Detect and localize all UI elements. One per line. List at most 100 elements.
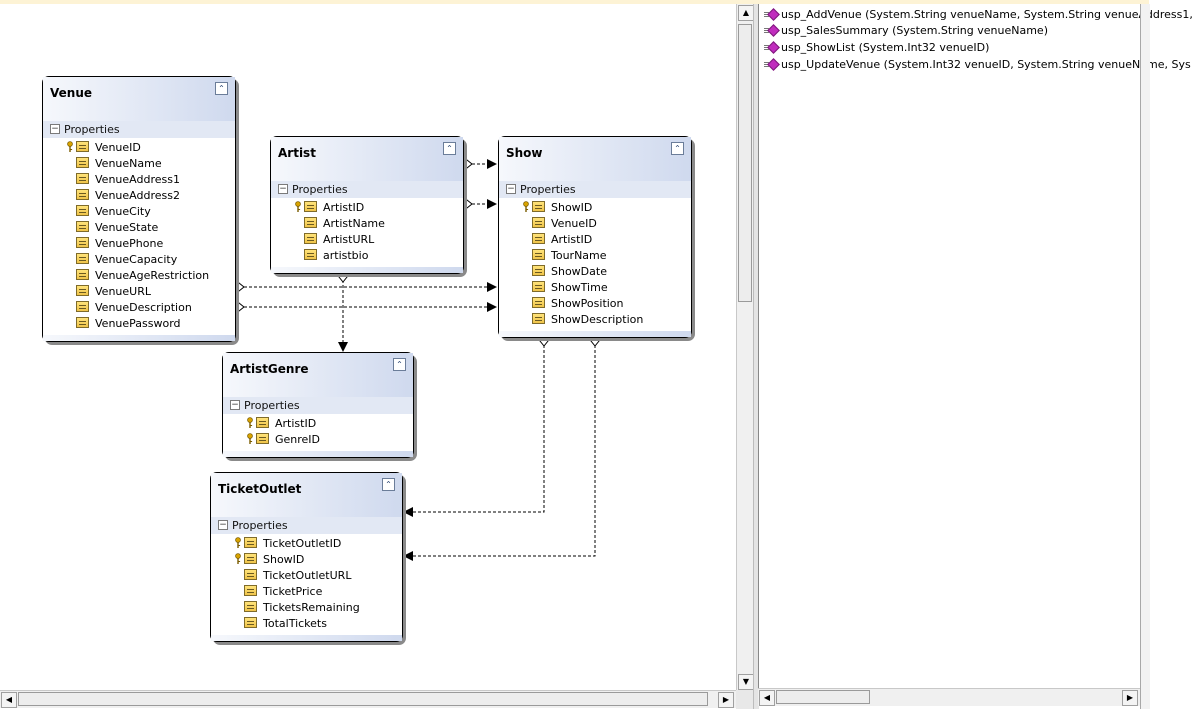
method-item[interactable]: usp_AddVenue (System.String venueName, S… <box>764 8 1193 24</box>
section-label: Properties <box>520 183 576 196</box>
field-row[interactable]: TicketsRemaining <box>211 599 402 615</box>
section-toggle-icon[interactable]: − <box>50 124 60 134</box>
field-name: ShowTime <box>551 281 608 294</box>
collapse-icon[interactable]: ⌃ <box>215 82 228 95</box>
field-row[interactable]: TotalTickets <box>211 615 402 631</box>
canvas-vertical-scrollbar[interactable]: ▲ ▼ <box>736 4 754 690</box>
field-row[interactable]: ShowPosition <box>499 295 691 311</box>
field-row[interactable]: ArtistID <box>499 231 691 247</box>
scroll-up-icon[interactable]: ▲ <box>738 5 754 21</box>
field-row[interactable]: VenueAddress2 <box>43 187 235 203</box>
field-name: ArtistID <box>551 233 593 246</box>
field-row[interactable]: VenueDescription <box>43 299 235 315</box>
scroll-thumb[interactable] <box>738 24 752 302</box>
field-row[interactable]: TicketPrice <box>211 583 402 599</box>
field-row[interactable]: GenreID <box>223 431 413 447</box>
scroll-thumb[interactable] <box>18 692 708 706</box>
field-row[interactable]: ArtistID <box>271 199 463 215</box>
collapse-icon[interactable]: ⌃ <box>393 358 406 371</box>
properties-section[interactable]: − Properties <box>223 397 413 414</box>
collapse-icon[interactable]: ⌃ <box>382 478 395 491</box>
property-icon <box>244 601 257 612</box>
field-row[interactable]: TicketOutletURL <box>211 567 402 583</box>
stored-procedure-icon <box>764 58 780 71</box>
field-row[interactable]: ShowID <box>499 199 691 215</box>
scroll-thumb[interactable] <box>776 690 870 704</box>
field-row[interactable]: ShowTime <box>499 279 691 295</box>
field-row[interactable]: VenuePassword <box>43 315 235 331</box>
scroll-right-icon[interactable]: ▶ <box>718 692 734 708</box>
method-label: usp_UpdateVenue (System.Int32 venueID, S… <box>781 58 1191 71</box>
field-row[interactable]: VenueCity <box>43 203 235 219</box>
properties-section[interactable]: − Properties <box>211 517 402 534</box>
scroll-right-icon[interactable]: ▶ <box>1122 690 1138 706</box>
field-row[interactable]: VenueState <box>43 219 235 235</box>
section-toggle-icon[interactable]: − <box>506 184 516 194</box>
primary-key-icon <box>247 417 253 428</box>
scroll-left-icon[interactable]: ◀ <box>759 690 775 706</box>
properties-section[interactable]: − Properties <box>499 181 691 198</box>
methods-vertical-scrollbar[interactable] <box>1140 4 1150 709</box>
properties-section[interactable]: − Properties <box>271 181 463 198</box>
stored-procedure-icon <box>764 41 780 54</box>
field-row[interactable]: VenueID <box>43 139 235 155</box>
field-row[interactable]: TicketOutletID <box>211 535 402 551</box>
method-item[interactable]: usp_SalesSummary (System.String venueNam… <box>764 24 1048 40</box>
pane-splitter[interactable] <box>753 4 759 709</box>
field-row[interactable]: VenueURL <box>43 283 235 299</box>
canvas-horizontal-scrollbar[interactable]: ◀ ▶ <box>0 690 736 708</box>
property-icon <box>304 201 317 212</box>
entity-footer <box>223 451 413 457</box>
section-toggle-icon[interactable]: − <box>278 184 288 194</box>
field-row[interactable]: ArtistID <box>223 415 413 431</box>
method-label: usp_ShowList (System.Int32 venueID) <box>781 41 990 54</box>
collapse-icon[interactable]: ⌃ <box>671 142 684 155</box>
property-icon <box>304 217 317 228</box>
field-name: ShowID <box>551 201 593 214</box>
section-toggle-icon[interactable]: − <box>218 520 228 530</box>
entity-footer <box>499 331 691 337</box>
primary-key-icon <box>247 433 253 444</box>
properties-section[interactable]: − Properties <box>43 121 235 138</box>
property-icon <box>532 249 545 260</box>
field-row[interactable]: ShowDate <box>499 263 691 279</box>
scroll-left-icon[interactable]: ◀ <box>1 692 17 708</box>
field-row[interactable]: ShowDescription <box>499 311 691 327</box>
field-row[interactable]: ArtistName <box>271 215 463 231</box>
field-name: VenueAgeRestriction <box>95 269 210 282</box>
field-row[interactable]: VenueName <box>43 155 235 171</box>
field-row[interactable]: VenueID <box>499 215 691 231</box>
field-row[interactable]: VenuePhone <box>43 235 235 251</box>
field-row[interactable]: ArtistURL <box>271 231 463 247</box>
field-row[interactable]: ShowID <box>211 551 402 567</box>
section-label: Properties <box>64 123 120 136</box>
collapse-icon[interactable]: ⌃ <box>443 142 456 155</box>
property-icon <box>76 221 89 232</box>
methods-pane[interactable]: usp_AddVenue (System.String venueName, S… <box>758 4 1193 688</box>
field-row[interactable]: VenueAddress1 <box>43 171 235 187</box>
field-row[interactable]: artistbio <box>271 247 463 263</box>
field-row[interactable]: TourName <box>499 247 691 263</box>
method-item[interactable]: usp_UpdateVenue (System.Int32 venueID, S… <box>764 58 1191 74</box>
property-icon <box>76 141 89 152</box>
field-name: VenueDescription <box>95 301 192 314</box>
field-row[interactable]: VenueCapacity <box>43 251 235 267</box>
methods-horizontal-scrollbar[interactable]: ◀ ▶ <box>758 688 1140 706</box>
scroll-down-icon[interactable]: ▼ <box>738 674 754 690</box>
section-toggle-icon[interactable]: − <box>230 400 240 410</box>
entity-ticketoutlet[interactable]: TicketOutlet ⌃ − Properties TicketOutlet… <box>210 472 403 642</box>
primary-key-icon <box>235 537 241 548</box>
property-icon <box>532 201 545 212</box>
primary-key-icon <box>67 141 73 152</box>
field-row[interactable]: VenueAgeRestriction <box>43 267 235 283</box>
field-name: ArtistURL <box>323 233 375 246</box>
method-item[interactable]: usp_ShowList (System.Int32 venueID) <box>764 41 989 57</box>
section-label: Properties <box>292 183 348 196</box>
